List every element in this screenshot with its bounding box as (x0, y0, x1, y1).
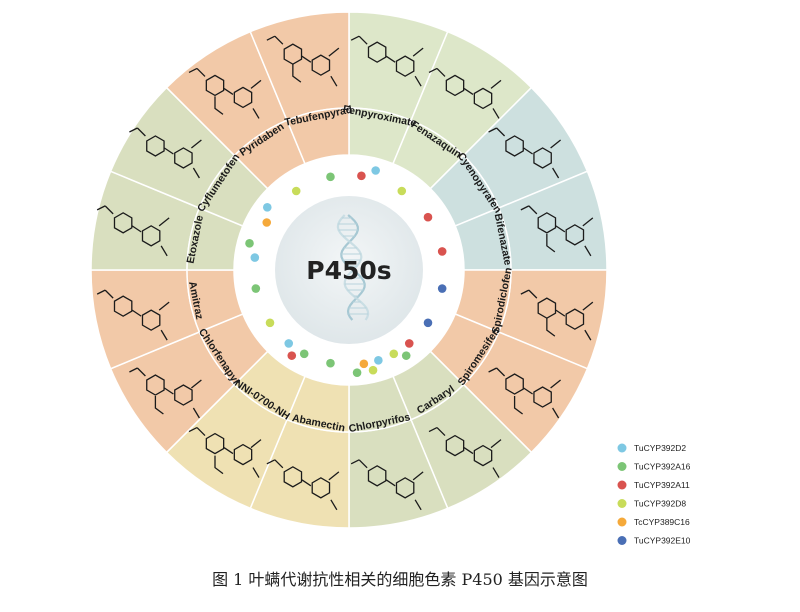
legend-swatch (617, 536, 627, 545)
gene-dot (371, 166, 380, 175)
outer-structure-ring (90, 11, 608, 529)
structure-sketch (488, 127, 562, 179)
gene-dot (245, 239, 254, 248)
gene-dot (359, 359, 369, 369)
gene-dot (291, 186, 301, 196)
chemical-structures (96, 35, 594, 511)
gene-dot (284, 339, 294, 348)
gene-dot (423, 212, 433, 222)
gene-dot (326, 172, 335, 182)
figure-caption: 图 1 叶螨代谢抗性相关的细胞色素 P450 基因示意图 (212, 570, 588, 589)
gene-dot (397, 186, 407, 196)
center-disc (275, 196, 423, 344)
legend-label: TuCYP392A16 (634, 462, 691, 472)
structure-sketch (520, 205, 594, 257)
structure-sketch (350, 459, 424, 511)
center-title: P450s (306, 256, 391, 285)
structure-sketch (96, 205, 170, 257)
gene-dot (404, 339, 414, 348)
structure-sketch (188, 67, 262, 119)
structure-sketch (266, 459, 340, 511)
structure-sketch (129, 127, 202, 179)
structure-sketch (96, 289, 170, 341)
gene-dot (262, 202, 272, 212)
gene-dot (374, 356, 383, 365)
legend-swatch (617, 462, 627, 471)
structure-sketch (488, 367, 562, 419)
gene-dot (352, 368, 362, 377)
dna-helix-icon (336, 214, 370, 321)
legend: TuCYP392D2TuCYP392A16TuCYP392A11TuCYP392… (617, 443, 691, 546)
gene-dot (437, 247, 447, 256)
gene-dot (437, 284, 447, 293)
gene-dot (357, 171, 366, 181)
legend-swatch (617, 480, 627, 490)
structure-sketch (428, 67, 502, 119)
structure-sketch (188, 427, 262, 478)
gene-dot (250, 253, 260, 262)
gene-dot (401, 351, 411, 360)
legend-label: TcCYP389C16 (634, 517, 690, 527)
legend-swatch (617, 443, 627, 453)
legend-swatch (617, 517, 627, 527)
structure-sketch (520, 289, 594, 341)
gene-dot (368, 365, 378, 375)
structure-sketch (350, 35, 424, 87)
legend-label: TuCYP392E10 (634, 536, 691, 546)
gene-dots (245, 166, 447, 377)
gene-dot (265, 318, 275, 328)
legend-swatch (617, 499, 627, 508)
legend-label: TuCYP392D2 (634, 443, 686, 453)
structure-sketch (428, 427, 502, 478)
gene-dot (299, 349, 309, 359)
gene-dot (251, 284, 261, 293)
gene-dot (262, 218, 272, 227)
gene-dot (287, 351, 297, 360)
gene-dot (326, 358, 335, 368)
legend-label: TuCYP392A11 (634, 480, 690, 490)
gene-dot (423, 318, 433, 328)
legend-label: TuCYP392D8 (634, 499, 686, 509)
structure-sketch (266, 35, 340, 87)
gene-dot (389, 349, 399, 359)
structure-sketch (129, 367, 202, 419)
